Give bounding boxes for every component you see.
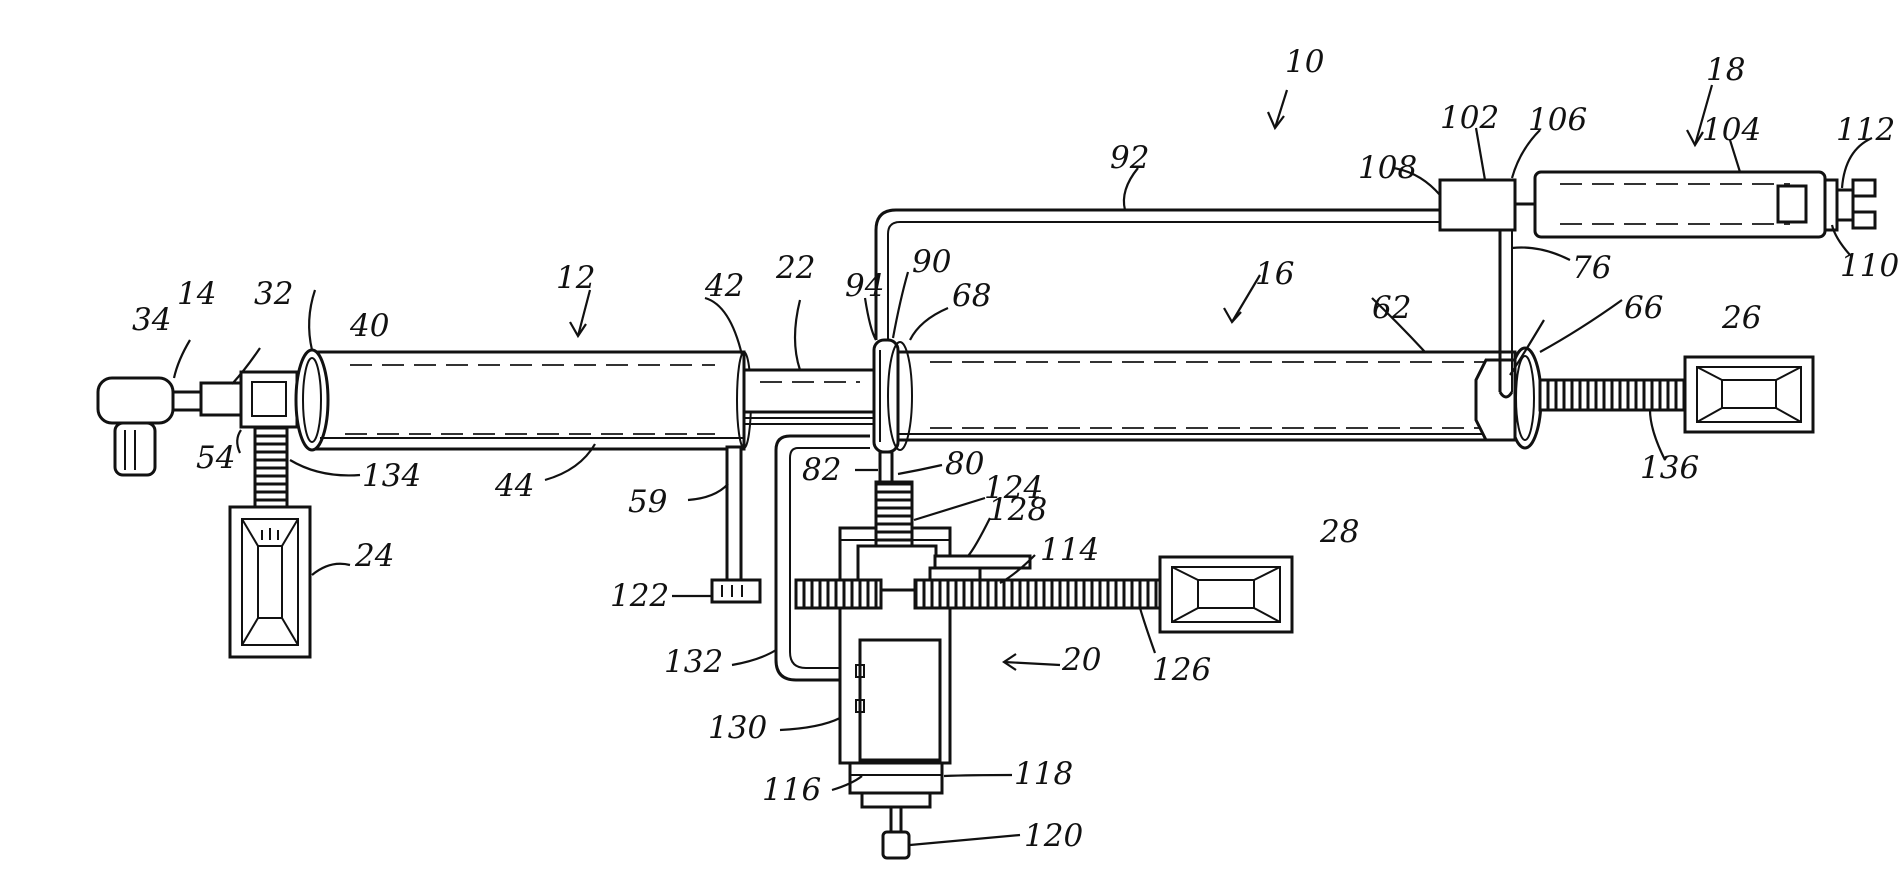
label-24: 24 bbox=[354, 538, 394, 574]
belt-left bbox=[255, 427, 287, 507]
rod bbox=[744, 370, 874, 412]
label-104: 104 bbox=[1702, 112, 1761, 148]
label-102: 102 bbox=[1440, 100, 1499, 136]
box-130 bbox=[860, 640, 940, 760]
label-126: 126 bbox=[1152, 652, 1211, 688]
post bbox=[727, 447, 741, 580]
top-line bbox=[876, 210, 1440, 340]
label-66: 66 bbox=[1624, 290, 1663, 326]
cap-110 bbox=[1825, 180, 1837, 230]
rack-right bbox=[915, 580, 1160, 608]
tube-right-body bbox=[895, 352, 1515, 440]
label-20: 20 bbox=[1061, 642, 1101, 678]
top-module bbox=[1440, 172, 1875, 237]
right-drive bbox=[1540, 357, 1813, 432]
center-rod bbox=[744, 370, 880, 424]
label-16: 16 bbox=[1255, 256, 1294, 292]
label-26: 26 bbox=[1721, 300, 1761, 336]
clamp-band bbox=[874, 340, 898, 452]
label-90: 90 bbox=[912, 244, 951, 280]
label-120: 120 bbox=[1024, 818, 1083, 854]
label-40: 40 bbox=[349, 308, 389, 344]
label-94: 94 bbox=[845, 268, 884, 304]
spring bbox=[876, 482, 912, 546]
label-34: 34 bbox=[132, 302, 171, 338]
label-136: 136 bbox=[1640, 450, 1699, 486]
post-and-foot bbox=[712, 447, 760, 602]
bracket bbox=[241, 372, 297, 427]
right-bracket bbox=[1476, 360, 1515, 440]
lever-bar bbox=[935, 556, 1030, 568]
knob-stem bbox=[891, 807, 901, 832]
label-10: 10 bbox=[1285, 44, 1324, 80]
belt-right bbox=[1540, 380, 1685, 410]
label-80: 80 bbox=[945, 446, 984, 482]
label-32: 32 bbox=[254, 276, 293, 312]
label-128: 128 bbox=[988, 492, 1047, 528]
label-76: 76 bbox=[1572, 250, 1611, 286]
base-plate bbox=[850, 763, 942, 793]
label-59: 59 bbox=[628, 484, 667, 520]
label-116: 116 bbox=[762, 772, 821, 808]
label-62: 62 bbox=[1372, 290, 1411, 326]
left-tube bbox=[296, 350, 751, 450]
label-122: 122 bbox=[610, 578, 669, 614]
rack-left bbox=[796, 580, 881, 608]
left-drive bbox=[230, 427, 310, 657]
label-132: 132 bbox=[664, 644, 723, 680]
label-12: 12 bbox=[556, 260, 595, 296]
base-bottom bbox=[862, 793, 930, 807]
label-134: 134 bbox=[362, 458, 421, 494]
label-28: 28 bbox=[1319, 514, 1359, 550]
coupling bbox=[201, 383, 241, 415]
line-92 bbox=[876, 210, 1440, 340]
label-82: 82 bbox=[802, 452, 841, 488]
label-54: 54 bbox=[196, 440, 235, 476]
label-118: 118 bbox=[1014, 756, 1073, 792]
fitting-112 bbox=[1837, 190, 1853, 220]
carriage bbox=[840, 482, 950, 858]
head-shaft bbox=[173, 392, 201, 410]
label-92: 92 bbox=[1110, 140, 1149, 176]
label-18: 18 bbox=[1706, 52, 1745, 88]
knob bbox=[883, 832, 909, 858]
label-114: 114 bbox=[1040, 532, 1099, 568]
motor-bottom bbox=[1160, 557, 1292, 632]
label-42: 42 bbox=[704, 268, 744, 304]
label-106: 106 bbox=[1528, 102, 1587, 138]
tube-left-end-ring bbox=[296, 350, 328, 450]
label-130: 130 bbox=[708, 710, 767, 746]
label-68: 68 bbox=[952, 278, 991, 314]
label-22: 22 bbox=[775, 250, 815, 286]
label-44: 44 bbox=[494, 468, 534, 504]
head-block bbox=[98, 378, 173, 423]
right-tube bbox=[895, 348, 1541, 448]
label-108: 108 bbox=[1358, 150, 1417, 186]
label-14: 14 bbox=[177, 276, 216, 312]
block-102 bbox=[1440, 180, 1515, 230]
label-112: 112 bbox=[1836, 112, 1895, 148]
label-110: 110 bbox=[1840, 248, 1899, 284]
foot bbox=[712, 580, 760, 602]
motor-right bbox=[1685, 357, 1813, 432]
clamp-stud bbox=[880, 452, 892, 482]
